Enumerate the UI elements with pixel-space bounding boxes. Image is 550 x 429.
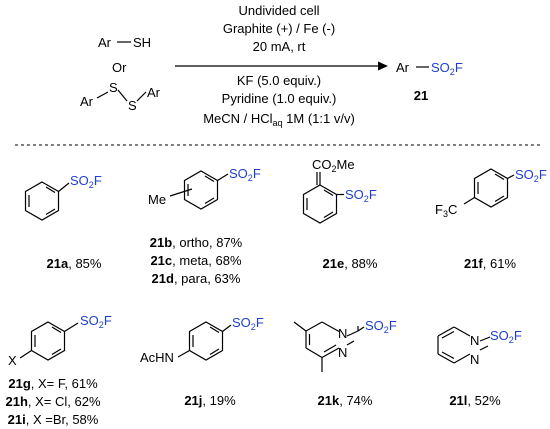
disulfide-ar1-label: Ar [80, 94, 94, 109]
reaction-arrow [175, 61, 388, 71]
product: Ar SO2F 21 [396, 60, 463, 103]
condition-line-2: Graphite (+) / Fe (-) [223, 21, 335, 36]
achn-label: AcHN [140, 350, 174, 365]
compound-21j: SO2F AcHN 21j, 19% [140, 315, 264, 408]
so2f-group: SO2F [232, 315, 264, 332]
label-21a: 21a, 85% [47, 256, 102, 271]
cf3-label: F3C [435, 202, 457, 219]
disulfide-reactant: Ar S S Ar [80, 80, 161, 113]
so2f-group: SO2F [365, 318, 397, 335]
label-21c: 21c, meta, 68% [150, 253, 242, 268]
compound-21e: CO2Me SO2F 21e, 88% [302, 157, 378, 271]
compound-21l: N N SO2F 21l, 52% [437, 326, 522, 408]
thiol-sh-label: SH [133, 35, 151, 50]
conditions: Undivided cell Graphite (+) / Fe (-) 20 … [203, 3, 355, 128]
label-21b: 21b, ortho, 87% [150, 235, 243, 250]
label-21k: 21k, 74% [318, 393, 373, 408]
label-21j: 21j, 19% [184, 393, 236, 408]
label-21i: 21i, X =Br, 58% [8, 412, 99, 427]
so2f-group: SO2F [70, 173, 102, 190]
co2me-label: CO2Me [312, 157, 355, 174]
so2f-group: SO2F [490, 328, 522, 345]
methyl-label: Me [148, 192, 166, 207]
so2f-group: SO2F [515, 167, 547, 184]
compound-21a: SO2F 21a, 85% [24, 173, 102, 271]
compound-21ghi: SO2F X 21g, X= F, 61% 21h, X= Cl, 62% 21… [5, 313, 111, 427]
thiol-ar-label: Ar [98, 35, 112, 50]
condition-line-4: KF (5.0 equiv.) [237, 73, 321, 88]
so2f-group: SO2F [80, 313, 112, 330]
label-21e: 21e, 88% [323, 256, 378, 271]
or-label: Or [112, 60, 127, 75]
disulfide-ar2-label: Ar [147, 85, 161, 100]
label-21h: 21h, X= Cl, 62% [5, 394, 100, 409]
product-number: 21 [414, 88, 428, 103]
pyrimidine-n3: N [338, 345, 347, 360]
compound-21k: N N SO2F 21k, 74% [293, 318, 397, 408]
so2f-group: SO2F [345, 187, 377, 204]
condition-line-5: Pyridine (1.0 equiv.) [222, 91, 337, 106]
label-21l: 21l, 52% [449, 393, 501, 408]
label-21d: 21d, para, 63% [152, 271, 241, 286]
pyrimidine-n1: N [470, 333, 479, 348]
compound-21f: SO2F F3C 21f, 61% [435, 167, 547, 271]
pyrimidine-n1: N [338, 326, 347, 341]
disulfide-s2-label: S [128, 98, 137, 113]
disulfide-s1-label: S [109, 80, 118, 95]
label-21f: 21f, 61% [464, 256, 516, 271]
compound-21bcd: SO2F Me 21b, ortho, 87% 21c, meta, 68% 2… [148, 166, 261, 286]
thiol-reactant: Ar SH [98, 35, 151, 50]
condition-line-6: MeCN / HClaq 1M (1:1 v/v) [203, 111, 355, 128]
so2f-group: SO2F [229, 166, 261, 183]
product-so2f-label: SO2F [431, 60, 463, 77]
product-ar-label: Ar [396, 60, 410, 75]
x-label: X [8, 353, 17, 368]
pyrimidine-n3: N [470, 352, 479, 367]
condition-line-1: Undivided cell [239, 3, 320, 18]
label-21g: 21g, X= F, 61% [8, 376, 98, 391]
condition-line-3: 20 mA, rt [253, 39, 306, 54]
